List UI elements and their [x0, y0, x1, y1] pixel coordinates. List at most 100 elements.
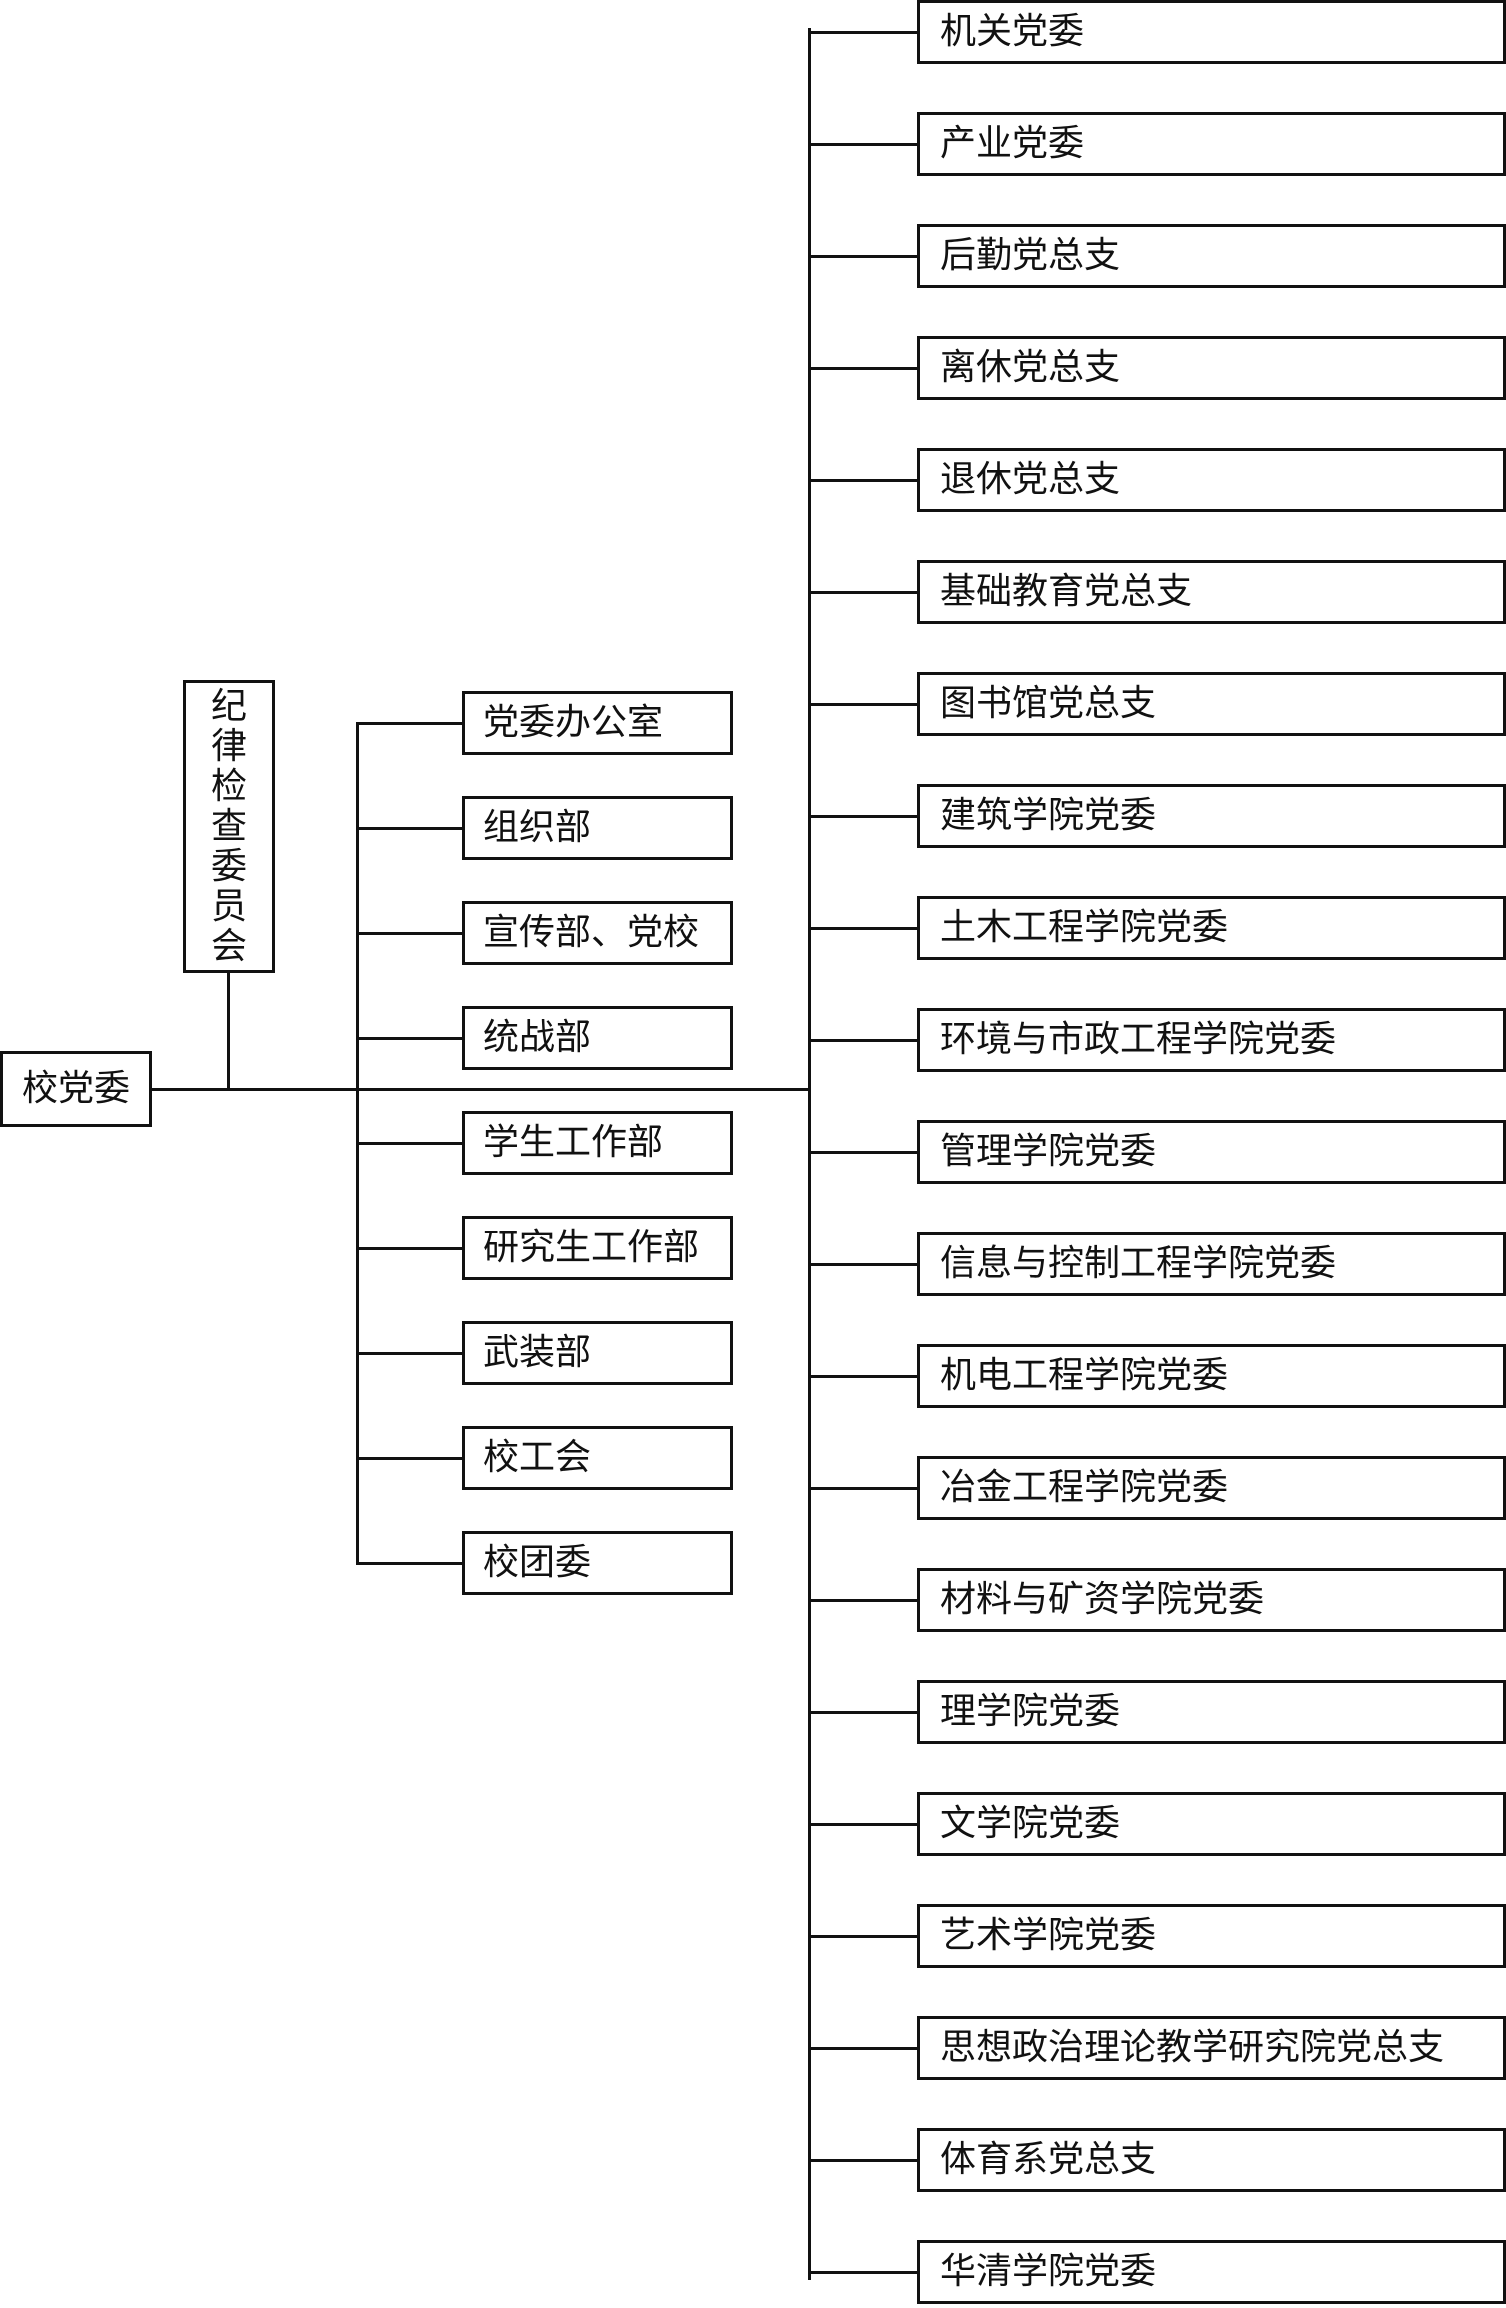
department-node: 学生工作部 [462, 1111, 733, 1175]
trunk-line [152, 1088, 810, 1091]
committee-node: 艺术学院党委 [917, 1904, 1506, 1968]
committee-node: 思想政治理论教学研究院党总支 [917, 2016, 1506, 2080]
committee-label: 土木工程学院党委 [940, 907, 1229, 948]
department-connector [356, 722, 464, 725]
committee-label: 信息与控制工程学院党委 [940, 1243, 1337, 1284]
department-connector [356, 1037, 464, 1040]
committee-connector [808, 367, 919, 370]
committee-label: 机关党委 [940, 11, 1085, 52]
committee-connector [808, 1375, 919, 1378]
committee-node: 土木工程学院党委 [917, 896, 1506, 960]
department-node: 校团委 [462, 1531, 733, 1595]
discipline-committee-char: 员 [210, 885, 247, 927]
discipline-connector [227, 973, 230, 1090]
committee-node: 环境与市政工程学院党委 [917, 1008, 1506, 1072]
committee-connector [808, 479, 919, 482]
committee-node: 管理学院党委 [917, 1120, 1506, 1184]
committee-label: 后勤党总支 [940, 235, 1121, 276]
department-connector [356, 1247, 464, 1250]
department-node: 党委办公室 [462, 691, 733, 755]
committee-connector [808, 143, 919, 146]
committee-node: 机关党委 [917, 0, 1506, 64]
discipline-committee-char: 纪 [210, 685, 247, 727]
department-label: 统战部 [483, 1017, 592, 1058]
committee-node: 图书馆党总支 [917, 672, 1506, 736]
department-connector [356, 1457, 464, 1460]
committee-connector [808, 1711, 919, 1714]
discipline-committee-char: 律 [210, 725, 247, 767]
committee-connector [808, 2271, 919, 2274]
discipline-committee-node: 纪律检查委员会 [183, 680, 275, 973]
committee-connector [808, 1039, 919, 1042]
discipline-committee-char: 委 [210, 845, 247, 887]
committee-connector [808, 591, 919, 594]
committee-connector [808, 255, 919, 258]
committee-connector [808, 1487, 919, 1490]
department-connector [356, 1562, 464, 1565]
department-label: 组织部 [483, 807, 592, 848]
department-node: 武装部 [462, 1321, 733, 1385]
committee-node: 基础教育党总支 [917, 560, 1506, 624]
committees-spine [808, 28, 811, 2280]
department-connector [356, 1142, 464, 1145]
committee-label: 离休党总支 [940, 347, 1121, 388]
committee-node: 文学院党委 [917, 1792, 1506, 1856]
committee-node: 理学院党委 [917, 1680, 1506, 1744]
committee-label: 华清学院党委 [940, 2251, 1157, 2292]
department-node: 校工会 [462, 1426, 733, 1490]
committee-connector [808, 1599, 919, 1602]
root-label: 校党委 [21, 1068, 130, 1109]
department-label: 校团委 [483, 1542, 592, 1583]
committee-connector [808, 2159, 919, 2162]
department-connector [356, 1352, 464, 1355]
department-label: 党委办公室 [483, 702, 664, 743]
committee-label: 基础教育党总支 [940, 571, 1193, 612]
committee-node: 华清学院党委 [917, 2240, 1506, 2304]
committee-connector [808, 1935, 919, 1938]
committee-connector [808, 703, 919, 706]
committee-node: 冶金工程学院党委 [917, 1456, 1506, 1520]
committee-connector [808, 927, 919, 930]
committee-label: 冶金工程学院党委 [940, 1467, 1229, 1508]
department-node: 统战部 [462, 1006, 733, 1070]
committee-label: 退休党总支 [940, 459, 1121, 500]
committee-label: 产业党委 [940, 123, 1085, 164]
committee-connector [808, 1151, 919, 1154]
committee-node: 信息与控制工程学院党委 [917, 1232, 1506, 1296]
committee-connector [808, 2047, 919, 2050]
discipline-committee-char: 检 [210, 765, 247, 807]
committee-connector [808, 815, 919, 818]
discipline-committee-char: 查 [210, 805, 247, 847]
committee-node: 离休党总支 [917, 336, 1506, 400]
department-label: 宣传部、党校 [483, 912, 700, 953]
committee-node: 体育系党总支 [917, 2128, 1506, 2192]
committee-label: 艺术学院党委 [940, 1915, 1157, 1956]
committee-node: 建筑学院党委 [917, 784, 1506, 848]
department-label: 学生工作部 [483, 1122, 664, 1163]
root-node: 校党委 [0, 1051, 152, 1127]
committee-node: 退休党总支 [917, 448, 1506, 512]
department-node: 组织部 [462, 796, 733, 860]
department-node: 宣传部、党校 [462, 901, 733, 965]
committee-label: 思想政治理论教学研究院党总支 [940, 2027, 1445, 2068]
committee-label: 管理学院党委 [940, 1131, 1157, 1172]
committee-connector [808, 1263, 919, 1266]
department-node: 研究生工作部 [462, 1216, 733, 1280]
committee-label: 文学院党委 [940, 1803, 1121, 1844]
department-connector [356, 827, 464, 830]
committee-node: 材料与矿资学院党委 [917, 1568, 1506, 1632]
committee-connector [808, 31, 919, 34]
committee-label: 环境与市政工程学院党委 [940, 1019, 1337, 1060]
discipline-committee-char: 会 [210, 925, 247, 967]
committee-node: 后勤党总支 [917, 224, 1506, 288]
department-connector [356, 932, 464, 935]
committee-connector [808, 1823, 919, 1826]
department-label: 武装部 [483, 1332, 592, 1373]
committee-node: 机电工程学院党委 [917, 1344, 1506, 1408]
department-label: 校工会 [483, 1437, 592, 1478]
department-label: 研究生工作部 [483, 1227, 700, 1268]
committee-label: 材料与矿资学院党委 [940, 1579, 1265, 1620]
committee-label: 理学院党委 [940, 1691, 1121, 1732]
committee-label: 图书馆党总支 [940, 683, 1157, 724]
